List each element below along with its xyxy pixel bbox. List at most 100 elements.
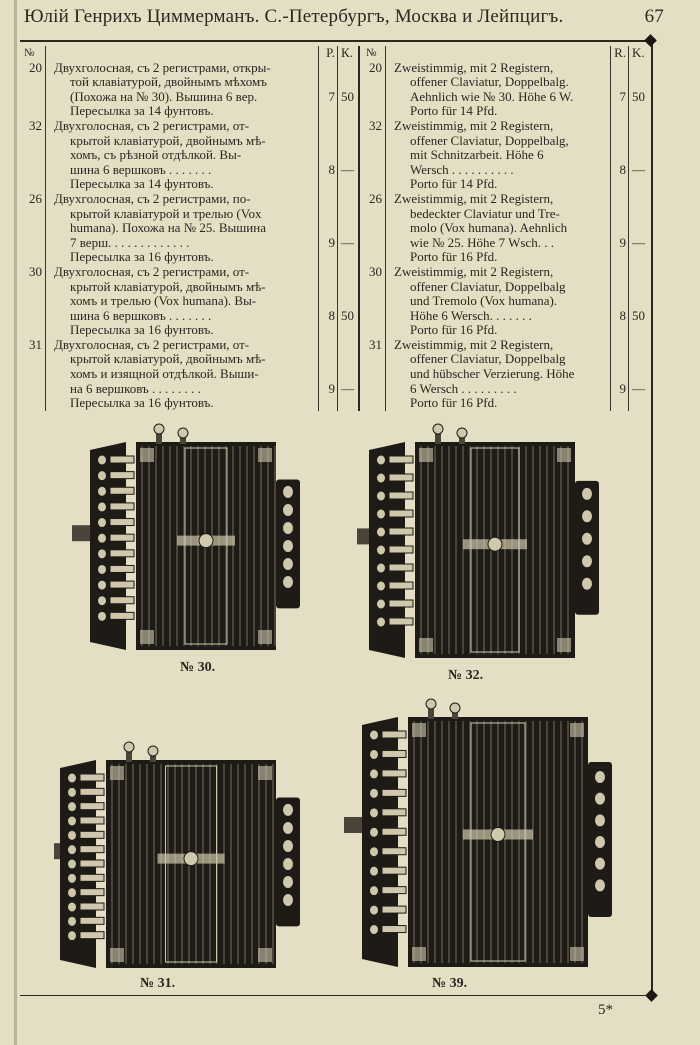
item-number-empty bbox=[362, 162, 386, 178]
price-rubles-empty bbox=[318, 118, 338, 134]
table-row: offener Claviatur, Doppelbalg bbox=[362, 279, 652, 295]
price-rubles-empty bbox=[610, 148, 629, 163]
item-number-empty bbox=[20, 294, 46, 309]
price-rubles-empty bbox=[610, 177, 629, 192]
column-header-rubles: R. bbox=[610, 46, 629, 61]
price-kopecks-empty bbox=[338, 337, 360, 353]
price-kopecks-empty bbox=[629, 367, 652, 382]
item-description-line: wie № 25. Höhe 7 Wsch. . . bbox=[410, 235, 554, 250]
item-description-line: Zweistimmig, mit 2 Registern, bbox=[394, 264, 554, 279]
item-number-empty bbox=[20, 206, 46, 222]
table-row: Пересылка за 14 фунтовъ. bbox=[20, 177, 360, 192]
table-row: 7 верш. . . . . . . . . . . . .9— bbox=[20, 235, 360, 251]
price-kopecks-empty bbox=[338, 177, 360, 192]
price-rubles: 9 bbox=[318, 381, 338, 397]
item-number-empty bbox=[20, 250, 46, 265]
item-number: 31 bbox=[362, 337, 386, 353]
column-header-kopecks: К. bbox=[338, 46, 360, 61]
item-description-line: хомъ и изящной отдѣлкой. Выши- bbox=[70, 367, 259, 382]
footer-rule bbox=[20, 995, 652, 996]
column-header-description bbox=[386, 46, 610, 61]
item-number-empty bbox=[20, 279, 46, 295]
table-row: Porto für 16 Pfd. bbox=[362, 250, 652, 265]
header-title: Юлiй Генрихъ Циммерманъ. С.-Петербургъ, … bbox=[24, 6, 564, 27]
page-number: 67 bbox=[644, 6, 664, 27]
item-number-empty bbox=[362, 75, 386, 90]
item-number: 26 bbox=[362, 191, 386, 207]
price-kopecks-empty bbox=[338, 206, 360, 222]
item-number: 31 bbox=[20, 337, 46, 353]
price-kopecks: — bbox=[338, 381, 360, 397]
price-kopecks: — bbox=[632, 381, 645, 396]
price-rubles-empty bbox=[610, 60, 629, 76]
price-kopecks-empty bbox=[338, 264, 360, 280]
item-description-line: шина 6 вершковъ . . . . . . . bbox=[70, 308, 212, 323]
price-rubles-empty bbox=[318, 294, 338, 309]
table-row: шина 6 вершковъ . . . . . . .8— bbox=[20, 162, 360, 178]
price-rubles: 9 bbox=[610, 381, 629, 397]
item-description-line: Двухголосная, съ 2 регистрами, от- bbox=[54, 337, 250, 352]
item-number-empty bbox=[362, 235, 386, 251]
figure-caption-32: № 32. bbox=[448, 668, 484, 683]
price-kopecks-empty bbox=[629, 75, 652, 90]
item-description-line: Porto für 16 Pfd. bbox=[410, 396, 498, 411]
table-row: molo (Vox humana). Aehnlich bbox=[362, 221, 652, 236]
price-kopecks-empty bbox=[338, 191, 360, 207]
price-kopecks: — bbox=[632, 235, 645, 250]
accordion-engraving bbox=[357, 423, 599, 658]
accordion-engraving bbox=[72, 423, 300, 650]
item-description-line: хомъ, съ рѣзной отдѣлкой. Вы- bbox=[70, 148, 242, 163]
price-rubles: 9 bbox=[610, 235, 629, 251]
price-kopecks-empty bbox=[338, 148, 360, 163]
table-row: und hübscher Verzierung. Höhe bbox=[362, 367, 652, 382]
price-rubles: 8 bbox=[318, 162, 338, 178]
figure-caption-39: № 39. bbox=[432, 976, 468, 991]
price-kopecks-empty bbox=[629, 177, 652, 192]
item-description-line: mit Schnitzarbeit. Höhe 6 bbox=[410, 148, 544, 163]
price-kopecks-empty bbox=[338, 75, 360, 90]
price-kopecks: 50 bbox=[632, 89, 645, 104]
item-description-line: Пересылка за 14 фунтовъ. bbox=[70, 177, 214, 192]
figure-caption-31: № 31. bbox=[140, 976, 176, 991]
table-row: Пересылка за 14 фунтовъ. bbox=[20, 104, 360, 119]
table-row: крытой клавiатурой, двойнымъ мѣ- bbox=[20, 279, 360, 295]
price-rubles-empty bbox=[610, 294, 629, 309]
price-kopecks-empty bbox=[629, 323, 652, 338]
column-header-kopecks: K. bbox=[632, 46, 645, 60]
item-number-empty bbox=[20, 323, 46, 338]
item-description-line: Двухголосная, съ 2 регистрами, от- bbox=[54, 264, 250, 279]
accordion-illustration-32 bbox=[355, 420, 605, 668]
table-row: und Tremolo (Vox humana). bbox=[362, 294, 652, 309]
table-row: Пересылка за 16 фунтовъ. bbox=[20, 323, 360, 338]
table-row: Пересылка за 16 фунтовъ. bbox=[20, 396, 360, 411]
item-description-line: bedeckter Claviatur und Tre- bbox=[410, 206, 560, 221]
price-kopecks-empty bbox=[629, 294, 652, 309]
item-number-empty bbox=[20, 308, 46, 324]
price-rubles: 7 bbox=[610, 89, 629, 105]
price-rubles-empty bbox=[318, 264, 338, 280]
item-number: 32 bbox=[362, 118, 386, 134]
diamond-ornament-top bbox=[644, 34, 657, 47]
item-description-line: und hübscher Verzierung. Höhe bbox=[410, 367, 575, 382]
table-row: той клавiатурой, двойнымъ мѣхомъ bbox=[20, 75, 360, 90]
item-number-empty bbox=[20, 367, 46, 382]
item-number-empty bbox=[362, 381, 386, 397]
item-description-line: Porto für 14 Pfd. bbox=[410, 104, 498, 119]
price-rubles-empty bbox=[610, 206, 629, 222]
item-description-line: Wersch . . . . . . . . . . bbox=[410, 162, 514, 177]
printer-signature-mark: 5* bbox=[598, 1002, 613, 1018]
item-description-line: крытой клавiатурой, двойнымъ мѣ- bbox=[70, 279, 266, 294]
accordion-illustration-30 bbox=[70, 420, 315, 660]
price-rubles-empty bbox=[318, 133, 338, 149]
table-row: 6 Wersch . . . . . . . . . 9— bbox=[362, 381, 652, 397]
item-number-empty bbox=[20, 89, 46, 105]
item-number-empty bbox=[20, 133, 46, 149]
item-number-empty bbox=[362, 89, 386, 105]
table-row: хомъ и трелью (Vox humana). Вы- bbox=[20, 294, 360, 309]
item-description-line: Aehnlich wie № 30. Höhe 6 W. bbox=[410, 89, 574, 104]
item-description-line: той клавiатурой, двойнымъ мѣхомъ bbox=[70, 75, 267, 90]
item-description-line: 6 Wersch . . . . . . . . . bbox=[410, 381, 517, 396]
